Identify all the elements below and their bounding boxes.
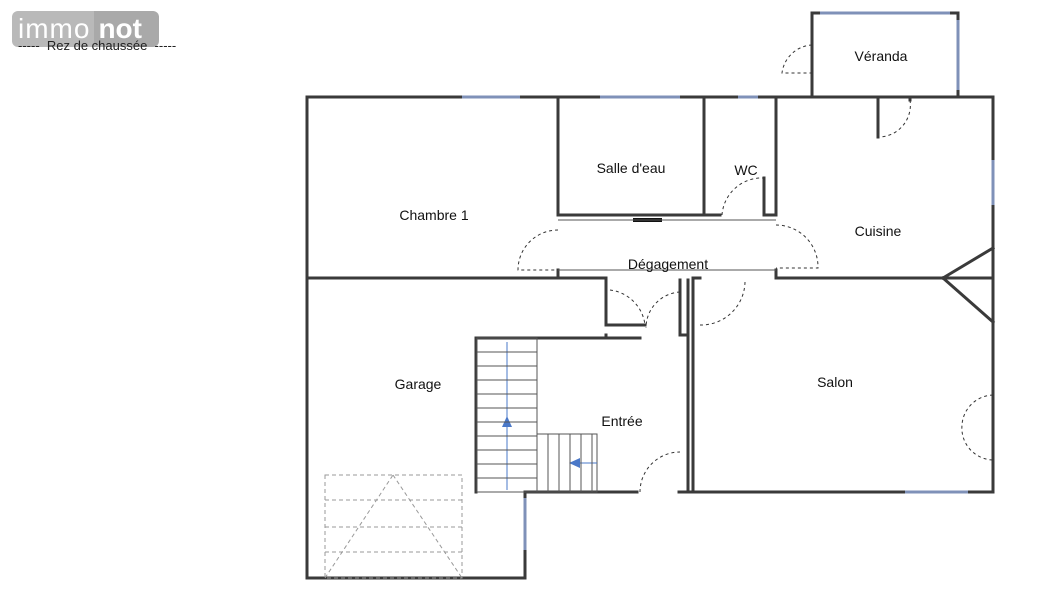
room-label-degagement: Dégagement (627, 256, 709, 272)
room-label-garage: Garage (394, 376, 442, 392)
room-label-veranda: Véranda (854, 48, 908, 64)
garage-door (324, 474, 463, 579)
staircase (476, 337, 598, 493)
logo-text-immo: immo (12, 11, 95, 47)
room-label-cuisine: Cuisine (854, 223, 902, 239)
doors (517, 44, 994, 493)
floor-title: ----- Rez de chaussée ----- (18, 38, 177, 53)
room-label-chambre-1: Chambre 1 (399, 207, 469, 223)
room-label-salle-eau: Salle d'eau (596, 160, 666, 176)
room-label-wc: WC (734, 162, 758, 178)
immonot-logo: immo not (12, 11, 159, 47)
partitions (558, 219, 776, 271)
windows (462, 11, 995, 550)
room-label-salon: Salon (817, 374, 853, 390)
walls (305, 11, 996, 580)
room-label-entree: Entrée (601, 413, 643, 429)
logo-text-not: not (94, 11, 159, 47)
